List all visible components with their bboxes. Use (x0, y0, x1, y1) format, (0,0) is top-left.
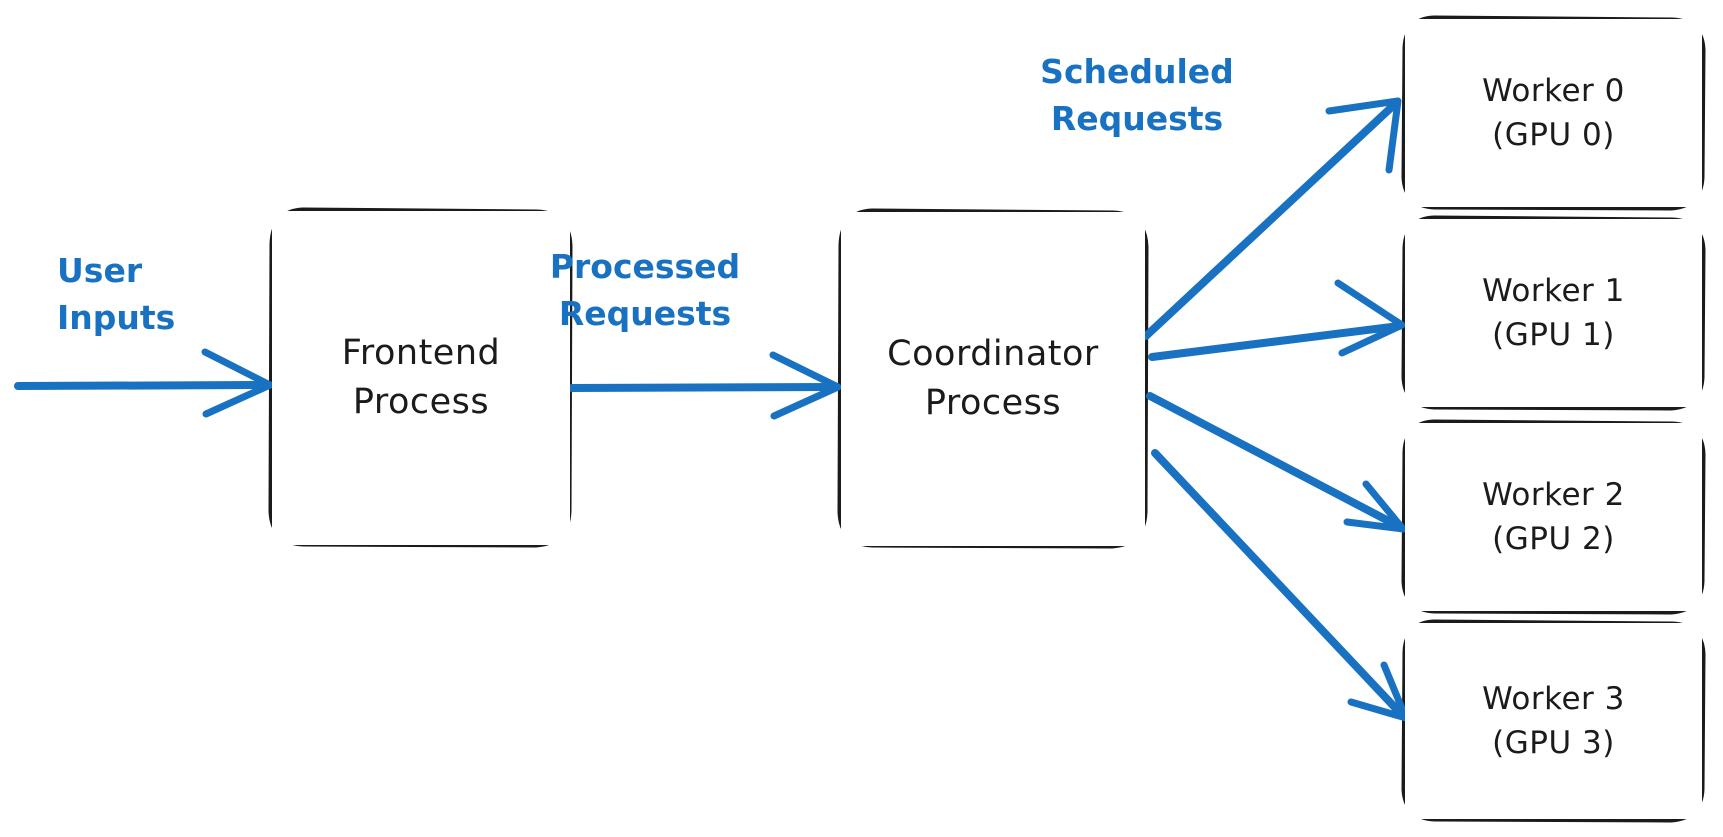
edge-label-scheduled-requests-line1: Scheduled (1040, 52, 1234, 91)
node-frontend-process[interactable]: Frontend Process (272, 211, 570, 545)
node-coordinator-process[interactable]: Coordinator Process (841, 212, 1145, 546)
edge-label-processed-requests-line1: Processed (549, 247, 741, 286)
node-worker-2-line2: (GPU 2) (1492, 521, 1615, 557)
node-worker-2-line1: Worker 2 (1482, 477, 1625, 513)
edge-label-scheduled-requests: Scheduled Requests (1037, 48, 1237, 142)
node-worker-1-line2: (GPU 1) (1492, 317, 1615, 353)
node-frontend-process-line2: Process (352, 382, 490, 422)
node-worker-0[interactable]: Worker 0 (GPU 0) (1405, 19, 1702, 207)
node-coordinator-process-line2: Process (924, 383, 1062, 423)
arrows (14, 97, 1410, 722)
node-worker-0-line2: (GPU 0) (1492, 117, 1615, 153)
node-coordinator-process-line1: Coordinator (887, 334, 1099, 374)
arrow-coordinator-worker1 (1148, 279, 1406, 361)
edge-label-processed-requests-line2: Requests (558, 294, 732, 333)
node-worker-0-line1: Worker 0 (1482, 73, 1625, 109)
node-worker-1-line1: Worker 1 (1482, 273, 1625, 309)
arrow-user-inputs (14, 348, 274, 418)
edge-label-processed-requests: Processed Requests (545, 243, 745, 337)
node-worker-2[interactable]: Worker 2 (GPU 2) (1405, 423, 1702, 611)
arrow-coordinator-worker0 (1142, 97, 1402, 340)
edge-label-user-inputs: User Inputs (57, 247, 277, 341)
node-worker-3[interactable]: Worker 3 (GPU 3) (1405, 623, 1702, 819)
arrow-coordinator-worker2 (1146, 392, 1407, 533)
arrow-processed-requests (568, 351, 842, 420)
node-worker-3-line2: (GPU 3) (1492, 725, 1615, 761)
edge-label-user-inputs-line1: User (57, 251, 143, 290)
edge-label-user-inputs-line2: Inputs (57, 298, 176, 337)
node-worker-1[interactable]: Worker 1 (GPU 1) (1405, 219, 1702, 407)
node-frontend-process-line1: Frontend (341, 333, 501, 373)
arrow-coordinator-worker3 (1151, 449, 1410, 722)
edge-label-scheduled-requests-line2: Requests (1050, 99, 1224, 138)
node-worker-3-line1: Worker 3 (1482, 681, 1625, 717)
